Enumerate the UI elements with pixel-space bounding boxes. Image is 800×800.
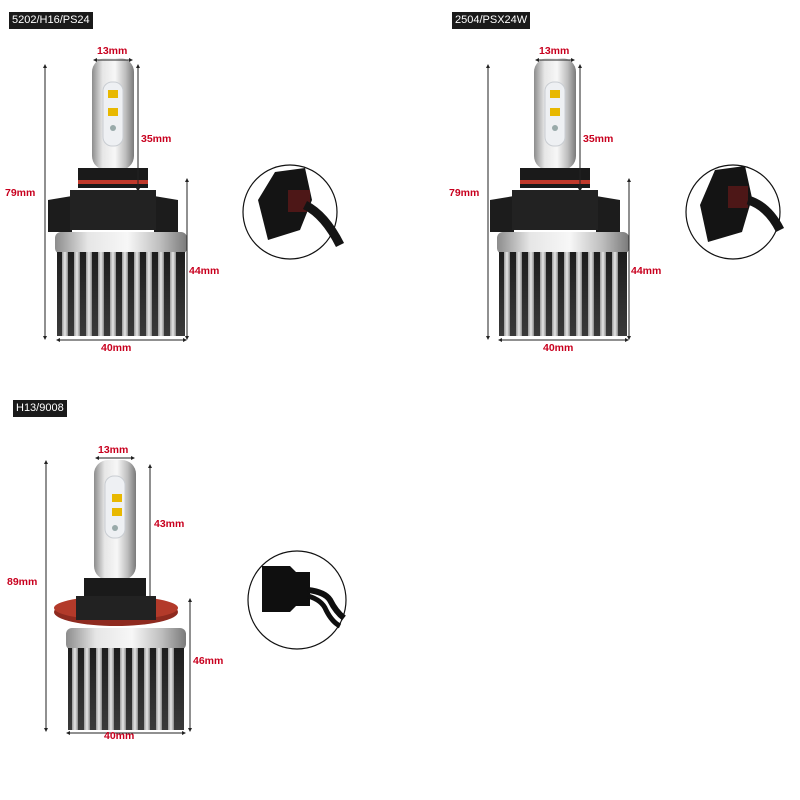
dim-tip-width-5202: 13mm (97, 45, 128, 57)
model-tag-2504: 2504/PSX24W (452, 12, 531, 29)
dim-base-width-h13: 40mm (104, 730, 135, 742)
dim-base-width-2504: 40mm (543, 342, 574, 354)
dim-tip-width-2504: 13mm (539, 45, 570, 57)
bulb-5202-dimension-lines (43, 58, 189, 342)
bulb-h13-connector-inset (247, 550, 347, 650)
bulb-5202-image (48, 58, 187, 336)
dim-heatsink-height-2504: 44mm (631, 265, 662, 277)
dim-total-height-h13: 89mm (7, 576, 38, 588)
dim-heatsink-height-h13: 46mm (193, 655, 224, 667)
dim-chip-height-5202: 35mm (141, 133, 172, 145)
dim-base-width-5202: 40mm (101, 342, 132, 354)
dim-tip-width-h13: 13mm (98, 444, 129, 456)
dim-total-height-2504: 79mm (449, 187, 480, 199)
bulb-h13-dimension-lines (44, 456, 192, 735)
dim-chip-height-2504: 35mm (583, 133, 614, 145)
model-tag-5202: 5202/H16/PS24 (9, 12, 93, 29)
dim-chip-height-h13: 43mm (154, 518, 185, 530)
bulb-5202-connector-inset (242, 164, 345, 260)
bulb-h13-image (54, 460, 186, 730)
dim-heatsink-height-5202: 44mm (189, 265, 220, 277)
model-tag-h13: H13/9008 (13, 400, 67, 417)
dim-total-height-5202: 79mm (5, 187, 36, 199)
bulb-2504-connector-inset (685, 164, 785, 260)
bulb-2504-dimension-lines (486, 58, 631, 342)
bulb-2504-image (490, 58, 629, 336)
